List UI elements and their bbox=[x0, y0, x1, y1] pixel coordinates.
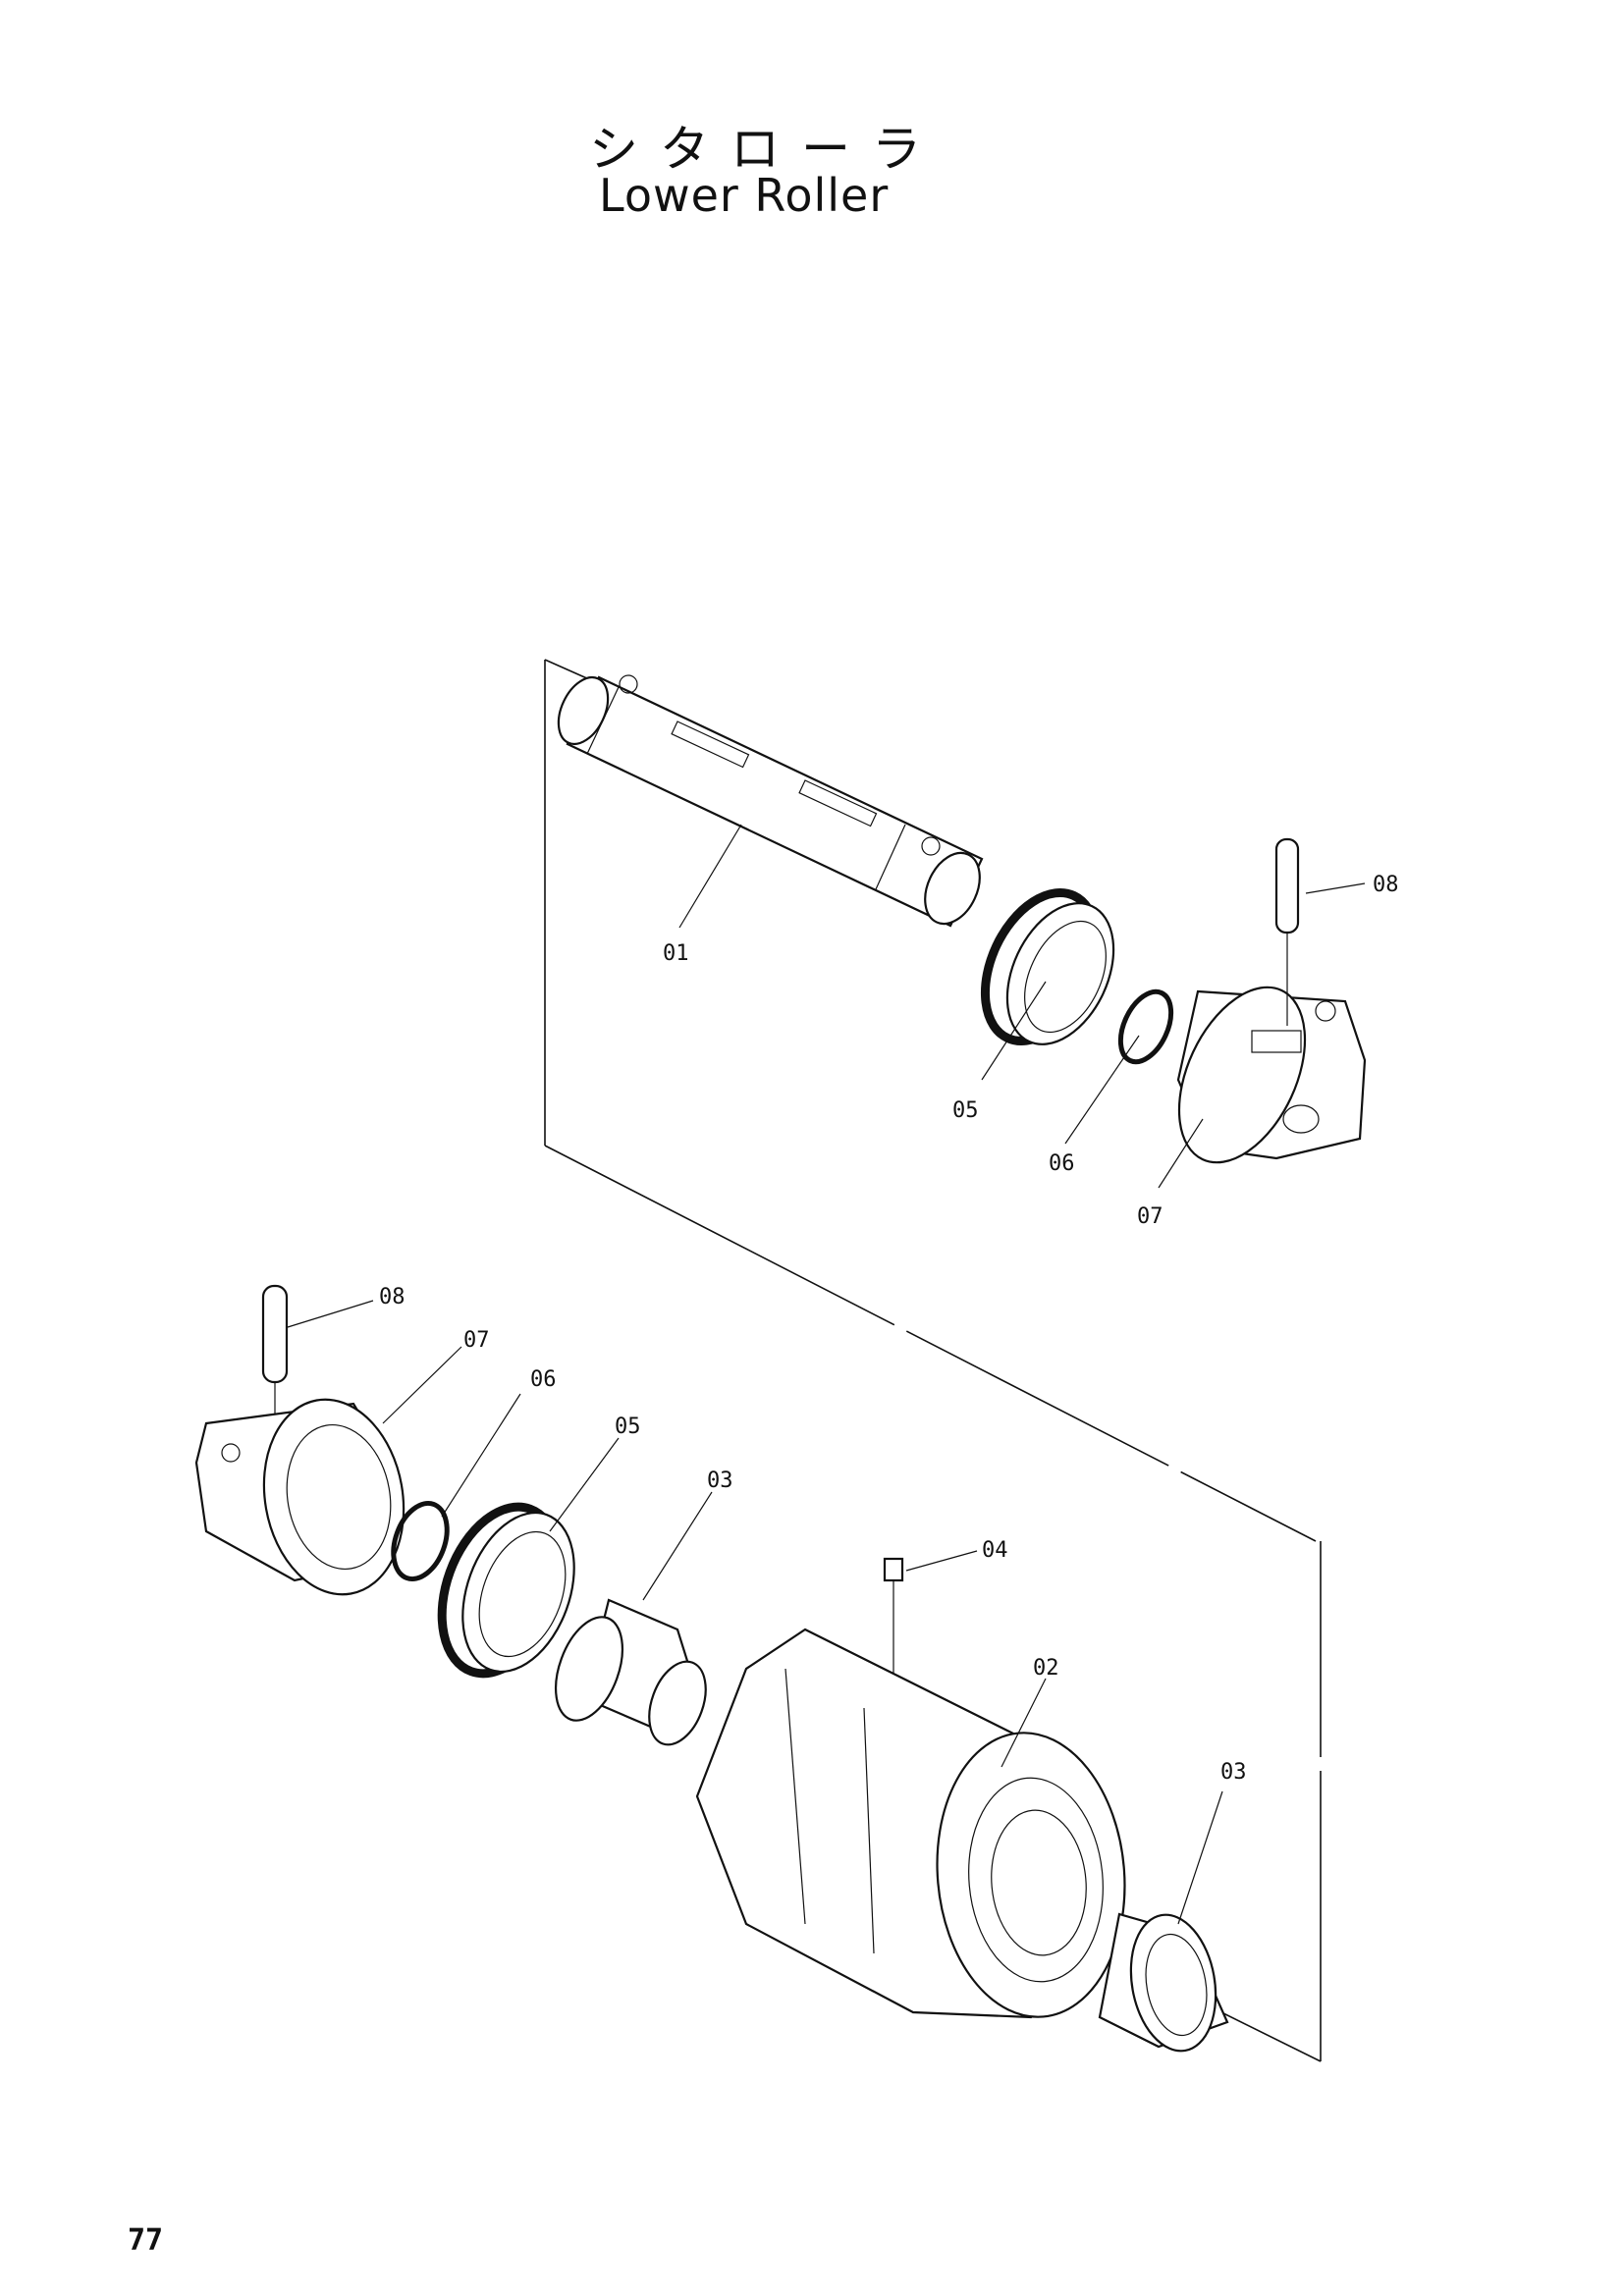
pin-08-lower bbox=[261, 1284, 289, 1423]
callout-06-upper: 06 bbox=[1049, 1151, 1075, 1176]
bushing-03-right bbox=[1098, 1912, 1229, 2053]
callout-08-lower: 08 bbox=[379, 1285, 406, 1309]
collar-07-lower bbox=[194, 1398, 406, 1596]
callout-05-upper: 05 bbox=[952, 1098, 979, 1123]
callout-02: 02 bbox=[1033, 1656, 1059, 1681]
shaft-01 bbox=[557, 674, 984, 928]
callout-04: 04 bbox=[982, 1538, 1008, 1563]
pin-08-upper bbox=[1274, 837, 1300, 1026]
floating-seal-05-lower bbox=[437, 1502, 575, 1679]
callout-03-right: 03 bbox=[1220, 1760, 1247, 1785]
title-english: Lower Roller bbox=[599, 169, 890, 222]
leader-lines bbox=[287, 824, 1366, 1925]
callout-07-upper: 07 bbox=[1137, 1204, 1163, 1229]
title-japanese: シタローラ bbox=[589, 121, 943, 178]
callout-06-lower: 06 bbox=[530, 1367, 557, 1392]
callout-01: 01 bbox=[663, 941, 689, 966]
callout-03-left: 03 bbox=[707, 1468, 733, 1493]
assembly-frame bbox=[544, 659, 1322, 2062]
o-ring-06-upper bbox=[1117, 988, 1174, 1065]
callout-07-lower: 07 bbox=[463, 1328, 490, 1353]
callout-08-upper: 08 bbox=[1373, 873, 1399, 897]
callout-labels: 01 05 06 07 08 08 07 06 05 03 04 02 03 bbox=[379, 873, 1399, 1785]
callout-05-lower: 05 bbox=[615, 1415, 641, 1439]
floating-seal-05-upper bbox=[980, 887, 1115, 1046]
bushing-03-left bbox=[555, 1598, 707, 1746]
page-number: 77 bbox=[128, 2223, 164, 2258]
o-ring-06-lower bbox=[391, 1500, 450, 1582]
roller-02 bbox=[695, 1628, 1126, 2019]
collar-07-upper bbox=[1176, 986, 1367, 1164]
